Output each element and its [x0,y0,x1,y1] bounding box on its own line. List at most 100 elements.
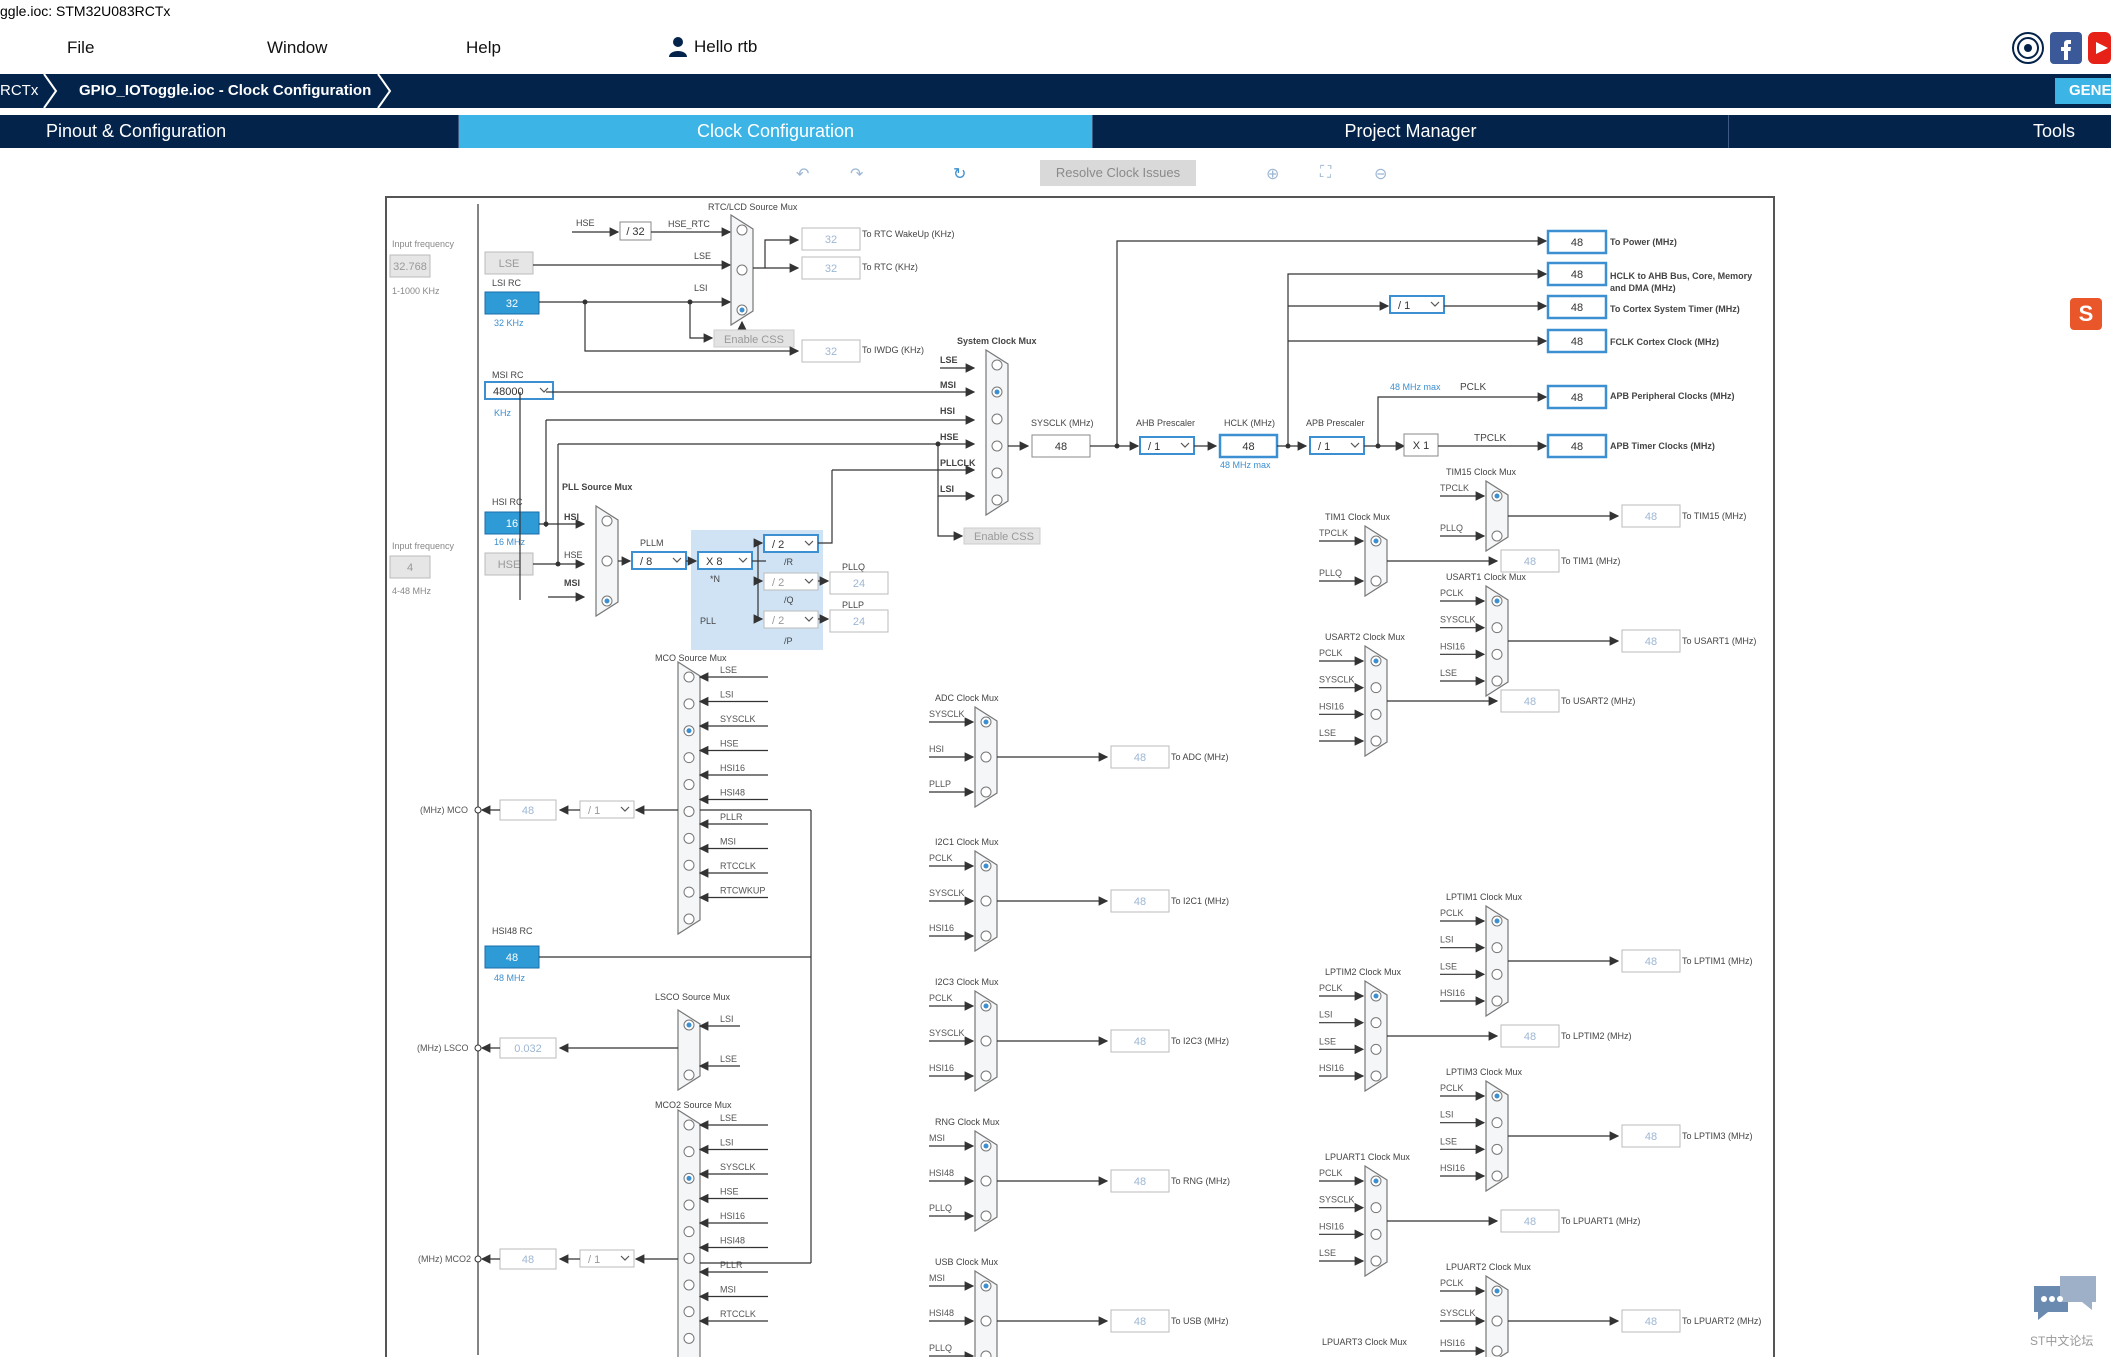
lsco-source-mux-option-1[interactable] [683,1069,695,1081]
menu-file[interactable]: File [67,38,95,57]
breadcrumb-current[interactable]: GPIO_IOToggle.ioc - Clock Configuration [79,82,372,99]
usb-clock-mux-option-1[interactable] [980,1315,992,1327]
cortex-timer-divider-dropdown[interactable] [1389,295,1445,314]
tab-clock-configuration[interactable]: Clock Configuration [459,115,1093,148]
cortex-timer-divider-dropdown-chevron-down-icon[interactable] [1430,301,1440,307]
system-clock-mux-option-2[interactable] [991,413,1003,425]
generate-code-button[interactable]: GENE [2055,78,2111,104]
lptim1-clock-mux-option-2[interactable] [1491,968,1503,980]
mco2-source-mux-option-5[interactable] [683,1252,695,1264]
system-clock-mux-option-4[interactable] [991,467,1003,479]
usart1-clock-mux-option-3[interactable] [1491,675,1503,687]
pll-source-mux-option-0[interactable] [601,515,613,527]
lptim3-clock-mux-option-3[interactable] [1491,1170,1503,1182]
rng-clock-mux-option-1[interactable] [980,1175,992,1187]
pllp-output[interactable] [829,609,889,633]
usb-clock-mux-option-2[interactable] [980,1350,992,1357]
rng-clock-output[interactable] [1110,1169,1170,1193]
usart1-clock-mux-option-1[interactable] [1491,622,1503,634]
lptim1-clock-mux-option-3[interactable] [1491,995,1503,1007]
lptim3-clock-mux-option-2[interactable] [1491,1143,1503,1155]
cortex-timer-output[interactable] [1546,294,1608,320]
tim15-clock-output[interactable] [1621,504,1681,528]
apb-timer-multiplier[interactable] [1403,433,1439,457]
adc-clock-output[interactable] [1110,745,1170,769]
mco2-source-mux-option-1[interactable] [683,1146,695,1158]
mco-source-mux-option-5[interactable] [683,805,695,817]
usart1-clock-mux-option-2[interactable] [1491,648,1503,660]
rng-clock-mux-option-2[interactable] [980,1210,992,1222]
facebook-icon[interactable] [2050,32,2082,64]
system-clock-mux-option-3[interactable] [991,440,1003,452]
i2c1-clock-mux-option-2[interactable] [980,930,992,942]
user-menu[interactable]: Hello rtb [668,36,757,58]
msi-range-dropdown[interactable] [484,381,554,400]
lpuart1-clock-mux-option-2[interactable] [1370,1228,1382,1240]
i2c1-clock-output[interactable] [1110,889,1170,913]
lsi-rc-block[interactable] [484,291,540,315]
pllr-dropdown-chevron-down-icon[interactable] [804,540,814,546]
lptim3-clock-mux-option-1[interactable] [1491,1117,1503,1129]
tab-pinout[interactable]: Pinout & Configuration [0,115,459,148]
lptim2-clock-output[interactable] [1500,1024,1560,1048]
tim1-clock-output[interactable] [1500,549,1560,573]
apb-timer-output[interactable] [1546,433,1608,459]
fclk-output[interactable] [1546,328,1608,354]
lpuart2-clock-mux-option-1[interactable] [1491,1315,1503,1327]
rtc-source-mux-option-0[interactable] [736,224,748,236]
rtc-wakeup-output[interactable] [801,227,861,251]
pllq-dropdown-chevron-down-icon[interactable] [804,578,814,584]
lse-frequency-input[interactable] [389,254,431,278]
mco-source-mux-option-0[interactable] [683,671,695,683]
tim1-clock-mux-option-1[interactable] [1370,575,1382,587]
usart2-clock-mux-option-1[interactable] [1370,682,1382,694]
redo-icon[interactable]: ↷ [850,166,864,183]
mco2-source-mux-option-4[interactable] [683,1226,695,1238]
refresh-icon[interactable]: ↻ [953,166,967,183]
mco-source-mux-option-3[interactable] [683,752,695,764]
tim15-clock-mux-option-1[interactable] [1491,530,1503,542]
mco-source-mux-option-6[interactable] [683,832,695,844]
hclk-ahb-output[interactable] [1546,261,1608,287]
i2c1-clock-mux-option-1[interactable] [980,895,992,907]
mco2-source-mux-option-6[interactable] [683,1279,695,1291]
mco-source-mux-option-8[interactable] [683,886,695,898]
sys-enable-css-button[interactable] [963,527,1041,545]
i2c3-clock-mux-option-1[interactable] [980,1035,992,1047]
lpuart2-clock-mux-option-2[interactable] [1491,1345,1503,1357]
usart1-clock-output[interactable] [1621,629,1681,653]
lptim2-clock-mux-option-1[interactable] [1370,1017,1382,1029]
rtc-enable-css-button[interactable] [713,329,795,348]
menu-window[interactable]: Window [267,38,328,57]
zoom-out-icon[interactable]: ⊖ [1374,166,1388,183]
power-output[interactable] [1546,229,1608,255]
adc-clock-mux-option-1[interactable] [980,751,992,763]
rtc-output[interactable] [801,256,861,280]
pllp-dropdown-chevron-down-icon[interactable] [804,616,814,622]
mco-divider-dropdown-chevron-down-icon[interactable] [620,806,630,812]
mco-source-mux-option-7[interactable] [683,859,695,871]
mco-source-mux-option-1[interactable] [683,698,695,710]
hse-div32-box[interactable] [619,221,652,241]
zoom-in-icon[interactable]: ⊕ [1266,166,1280,183]
lse-block[interactable] [484,251,534,275]
hsi-rc-block[interactable] [484,511,540,535]
lpuart1-clock-mux-option-3[interactable] [1370,1255,1382,1267]
pllq-output[interactable] [829,571,889,595]
ahb-prescaler-dropdown-chevron-down-icon[interactable] [1180,442,1190,448]
apb-peripheral-output[interactable] [1546,384,1608,410]
menu-help[interactable]: Help [466,38,501,57]
system-clock-mux-option-5[interactable] [991,494,1003,506]
mco2-divider-dropdown-chevron-down-icon[interactable] [620,1255,630,1261]
youtube-icon[interactable] [2088,32,2111,64]
i2c3-clock-mux-option-2[interactable] [980,1070,992,1082]
mco2-source-mux-option-8[interactable] [683,1332,695,1344]
usart2-clock-mux-option-2[interactable] [1370,708,1382,720]
lptim2-clock-mux-option-2[interactable] [1370,1043,1382,1055]
adc-clock-mux-option-2[interactable] [980,786,992,798]
usart2-clock-mux-option-3[interactable] [1370,735,1382,747]
anniversary-badge-icon[interactable] [2012,32,2044,64]
lptim3-clock-output[interactable] [1621,1124,1681,1148]
iwdg-output[interactable] [801,339,861,363]
hse-frequency-input[interactable] [389,555,431,579]
